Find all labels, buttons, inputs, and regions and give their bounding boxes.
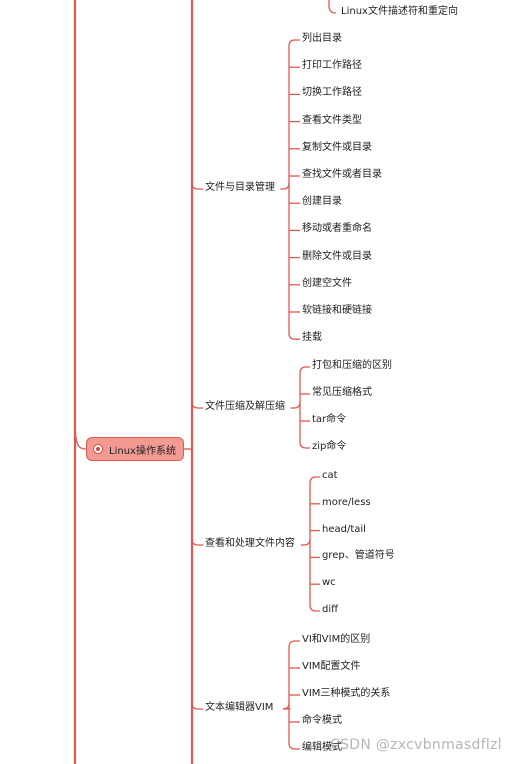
branch-connector-compress — [191, 401, 203, 409]
leaf-node-vim-0[interactable]: VI和VIM的区别 — [302, 634, 371, 645]
leaf-node-file-dir-4[interactable]: 复制文件或目录 — [302, 141, 372, 153]
leaf-node-fd-redirect[interactable]: Linux文件描述符和重定向 — [341, 6, 458, 17]
branch-node-compress[interactable]: 文件压缩及解压缩 — [205, 401, 285, 412]
leaf-node-file-dir-7[interactable]: 移动或者重命名 — [302, 223, 372, 235]
leaf-node-compress-1[interactable]: 常见压缩格式 — [312, 387, 372, 398]
leaf-connector-file-dir-11 — [288, 333, 300, 340]
leaf-node-view-content-3[interactable]: grep、管道符号 — [322, 550, 395, 562]
mindmap-connectors — [73, 0, 337, 764]
leaf-connector-file-dir-0 — [288, 39, 300, 47]
leaf-connector-vim-0 — [288, 640, 300, 648]
leaf-node-file-dir-9[interactable]: 创建空文件 — [302, 277, 352, 289]
leaf-node-file-dir-0[interactable]: 列出目录 — [302, 33, 342, 44]
leaf-node-view-content-2[interactable]: head/tail — [322, 523, 366, 535]
branch-node-view-content[interactable]: 查看和处理文件内容 — [205, 538, 295, 549]
branch-connector-vim — [191, 702, 203, 710]
branch-connector-file-dir — [191, 182, 203, 190]
leaf-node-view-content-5[interactable]: diff — [322, 604, 339, 615]
leaf-node-file-dir-3[interactable]: 查看文件类型 — [302, 114, 362, 126]
leaf-connector-compress-3 — [299, 441, 310, 449]
root-connector — [74, 419, 87, 450]
leaf-node-file-dir-10[interactable]: 软链接和硬链接 — [302, 305, 372, 316]
root-node-icon — [93, 444, 103, 454]
leaf-node-view-content-0[interactable]: cat — [322, 470, 338, 481]
leaf-node-file-dir-8[interactable]: 删除文件或目录 — [302, 250, 372, 262]
leaf-node-compress-0[interactable]: 打包和压缩的区别 — [312, 360, 392, 371]
trunk-join-vim — [282, 702, 290, 710]
leaf-node-vim-1[interactable]: VIM配置文件 — [302, 661, 361, 672]
leaf-connector-vim-4 — [288, 742, 300, 750]
watermark: CSDN @zxcvbnmasdflzl — [330, 737, 502, 753]
leaf-connector-view-content-5 — [309, 604, 320, 612]
leaf-node-view-content-1[interactable]: more/less — [322, 496, 371, 508]
leaf-node-file-dir-1[interactable]: 打印工作路径 — [302, 60, 362, 72]
branch-node-vim[interactable]: 文本编辑器VIM — [205, 702, 274, 713]
leaf-node-vim-2[interactable]: VIM三种模式的关系 — [302, 688, 391, 699]
leaf-node-vim-4[interactable]: 编辑模式 — [302, 742, 342, 753]
trunk-join-file-dir — [282, 182, 290, 190]
leaf-node-compress-3[interactable]: zip命令 — [312, 441, 347, 452]
root-node-label: Linux操作系统 — [109, 445, 176, 457]
branch-connector-view-content — [191, 538, 203, 546]
branch-node-file-dir[interactable]: 文件与目录管理 — [205, 182, 275, 193]
leaf-connector-compress-0 — [299, 366, 310, 374]
leaf-node-view-content-4[interactable]: wc — [322, 577, 336, 589]
trunk-join-compress — [293, 401, 301, 409]
leaf-connector-view-content-0 — [309, 476, 320, 484]
trunk-join-view-content — [303, 538, 311, 546]
top-connector — [328, 0, 337, 14]
leaf-node-file-dir-2[interactable]: 切换工作路径 — [302, 87, 362, 99]
leaf-node-file-dir-11[interactable]: 挂载 — [302, 332, 322, 344]
leaf-node-vim-3[interactable]: 命令模式 — [302, 715, 342, 726]
root-node[interactable]: Linux操作系统 — [86, 437, 184, 461]
leaf-node-compress-2[interactable]: tar命令 — [312, 414, 347, 425]
leaf-node-file-dir-5[interactable]: 查找文件或者目录 — [302, 169, 382, 180]
leaf-node-file-dir-6[interactable]: 创建目录 — [302, 196, 342, 208]
